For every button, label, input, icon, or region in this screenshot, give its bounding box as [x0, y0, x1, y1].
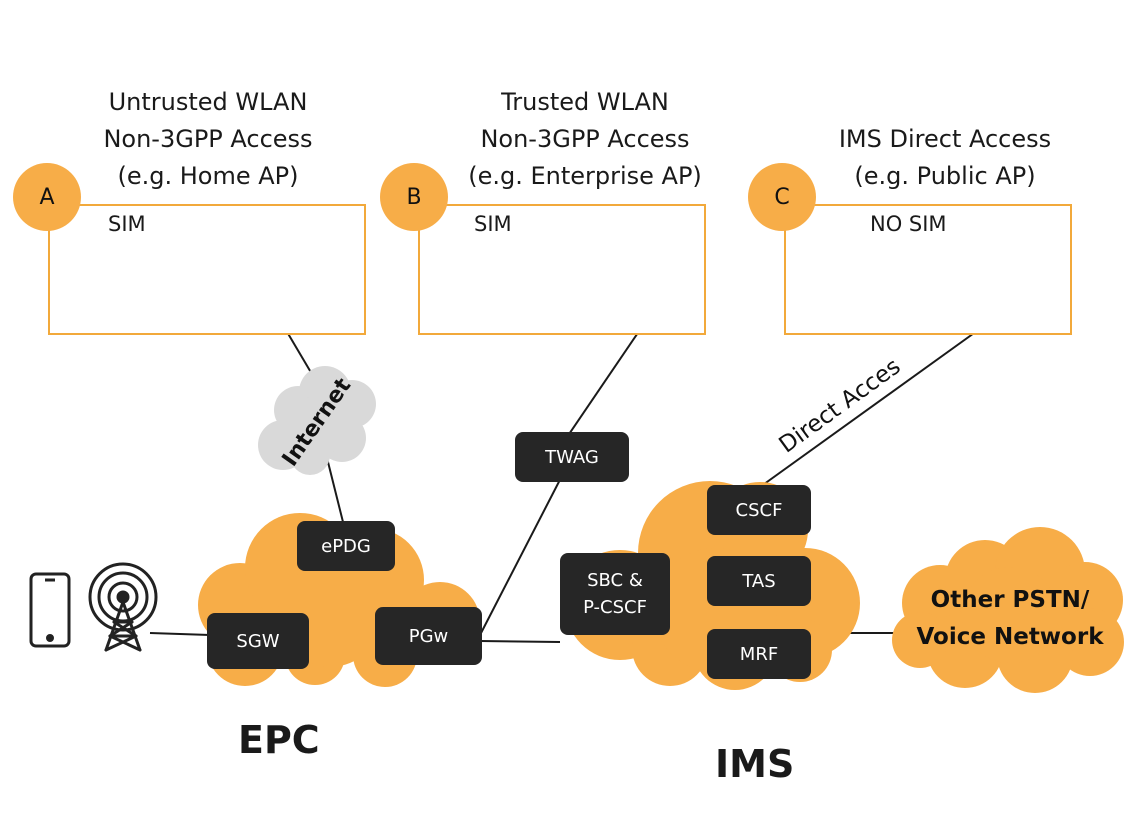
pstn-cloud: [892, 527, 1124, 693]
access-a-sim-label: SIM: [108, 212, 146, 236]
access-c-heading-line: (e.g. Public AP): [854, 162, 1036, 190]
access-b-heading-line: Non-3GPP Access: [480, 125, 690, 153]
internet-cloud: [258, 366, 376, 475]
access-c-sim-label: NO SIM: [870, 212, 947, 236]
sgw-node[interactable]: SGW: [207, 613, 309, 669]
line-direct-access: [759, 317, 996, 488]
access-a-box: [48, 204, 366, 335]
access-b-heading: Trusted WLAN Non-3GPP Access (e.g. Enter…: [440, 84, 730, 195]
access-b-heading-line: Trusted WLAN: [501, 88, 669, 116]
access-a-badge: A: [13, 163, 81, 231]
access-c-heading: IMS Direct Access (e.g. Public AP): [800, 121, 1090, 195]
ims-label: IMS: [715, 742, 795, 786]
access-c-badge: C: [748, 163, 816, 231]
tas-node[interactable]: TAS: [707, 556, 811, 606]
cscf-node[interactable]: CSCF: [707, 485, 811, 535]
access-a-heading-line: Non-3GPP Access: [103, 125, 313, 153]
access-c-heading-line: IMS Direct Access: [838, 125, 1052, 153]
line-twag-to-antenna: [564, 317, 649, 441]
line-phone-to-sgw: [149, 632, 211, 636]
epdg-node[interactable]: ePDG: [297, 521, 395, 571]
access-b-sim-label: SIM: [474, 212, 512, 236]
pstn-label: Other PSTN/ Voice Network: [910, 582, 1110, 656]
access-b-badge: B: [380, 163, 448, 231]
sbc-pcscf-label-line: SBC &: [587, 570, 643, 591]
pstn-label-line: Other PSTN/: [930, 587, 1090, 613]
sbc-pcscf-node[interactable]: SBC & P-CSCF: [560, 553, 670, 635]
access-a-heading-line: Untrusted WLAN: [108, 88, 308, 116]
line-pgw-to-twag: [479, 469, 566, 636]
sbc-pcscf-label-line: P-CSCF: [583, 597, 647, 618]
twag-node[interactable]: TWAG: [515, 432, 629, 482]
pstn-label-line: Voice Network: [916, 624, 1104, 650]
line-pgw-to-ims: [479, 640, 561, 643]
smartphone-icon-core: [29, 572, 71, 648]
pgw-node[interactable]: PGw: [375, 607, 482, 665]
epc-label: EPC: [238, 718, 320, 762]
access-b-heading-line: (e.g. Enterprise AP): [468, 162, 702, 190]
access-a-heading: Untrusted WLAN Non-3GPP Access (e.g. Hom…: [68, 84, 348, 195]
cell-tower-icon: [88, 562, 158, 652]
access-a-heading-line: (e.g. Home AP): [117, 162, 299, 190]
mrf-node[interactable]: MRF: [707, 629, 811, 679]
access-b-box: [418, 204, 706, 335]
access-c-box: [784, 204, 1072, 335]
